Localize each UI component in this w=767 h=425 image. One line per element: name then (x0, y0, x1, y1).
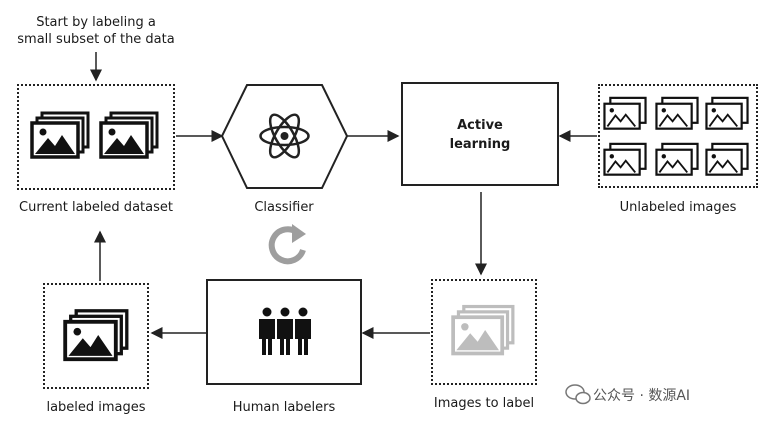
labeled-images-box (43, 283, 149, 389)
labeled-images-label: labeled images (46, 400, 146, 415)
active-learning-line2: learning (449, 137, 511, 152)
active-learning-box: Active learning (401, 82, 559, 186)
refresh-cycle-icon (268, 224, 306, 265)
watermark-text: 公众号 · 数源AI (593, 388, 691, 404)
unlabeled-images-box (598, 84, 758, 188)
human-labelers-box (206, 279, 362, 385)
images-to-label-label: Images to label (433, 396, 535, 411)
images-to-label-box (431, 279, 537, 385)
human-labelers-label: Human labelers (232, 400, 336, 415)
active-learning-line1: Active (457, 118, 503, 133)
active-learning-label: Active learning (403, 116, 557, 154)
atom-icon (259, 113, 310, 159)
start-note-line1: Start by labeling a (36, 15, 156, 30)
current-labeled-dataset-box (17, 84, 175, 190)
classifier-label: Classifier (254, 200, 314, 215)
start-note: Start by labeling a small subset of the … (0, 14, 192, 48)
start-note-line2: small subset of the data (17, 32, 175, 47)
current-labeled-dataset-label: Current labeled dataset (19, 200, 173, 215)
wechat-icon (565, 384, 591, 405)
unlabeled-images-label: Unlabeled images (619, 200, 737, 215)
